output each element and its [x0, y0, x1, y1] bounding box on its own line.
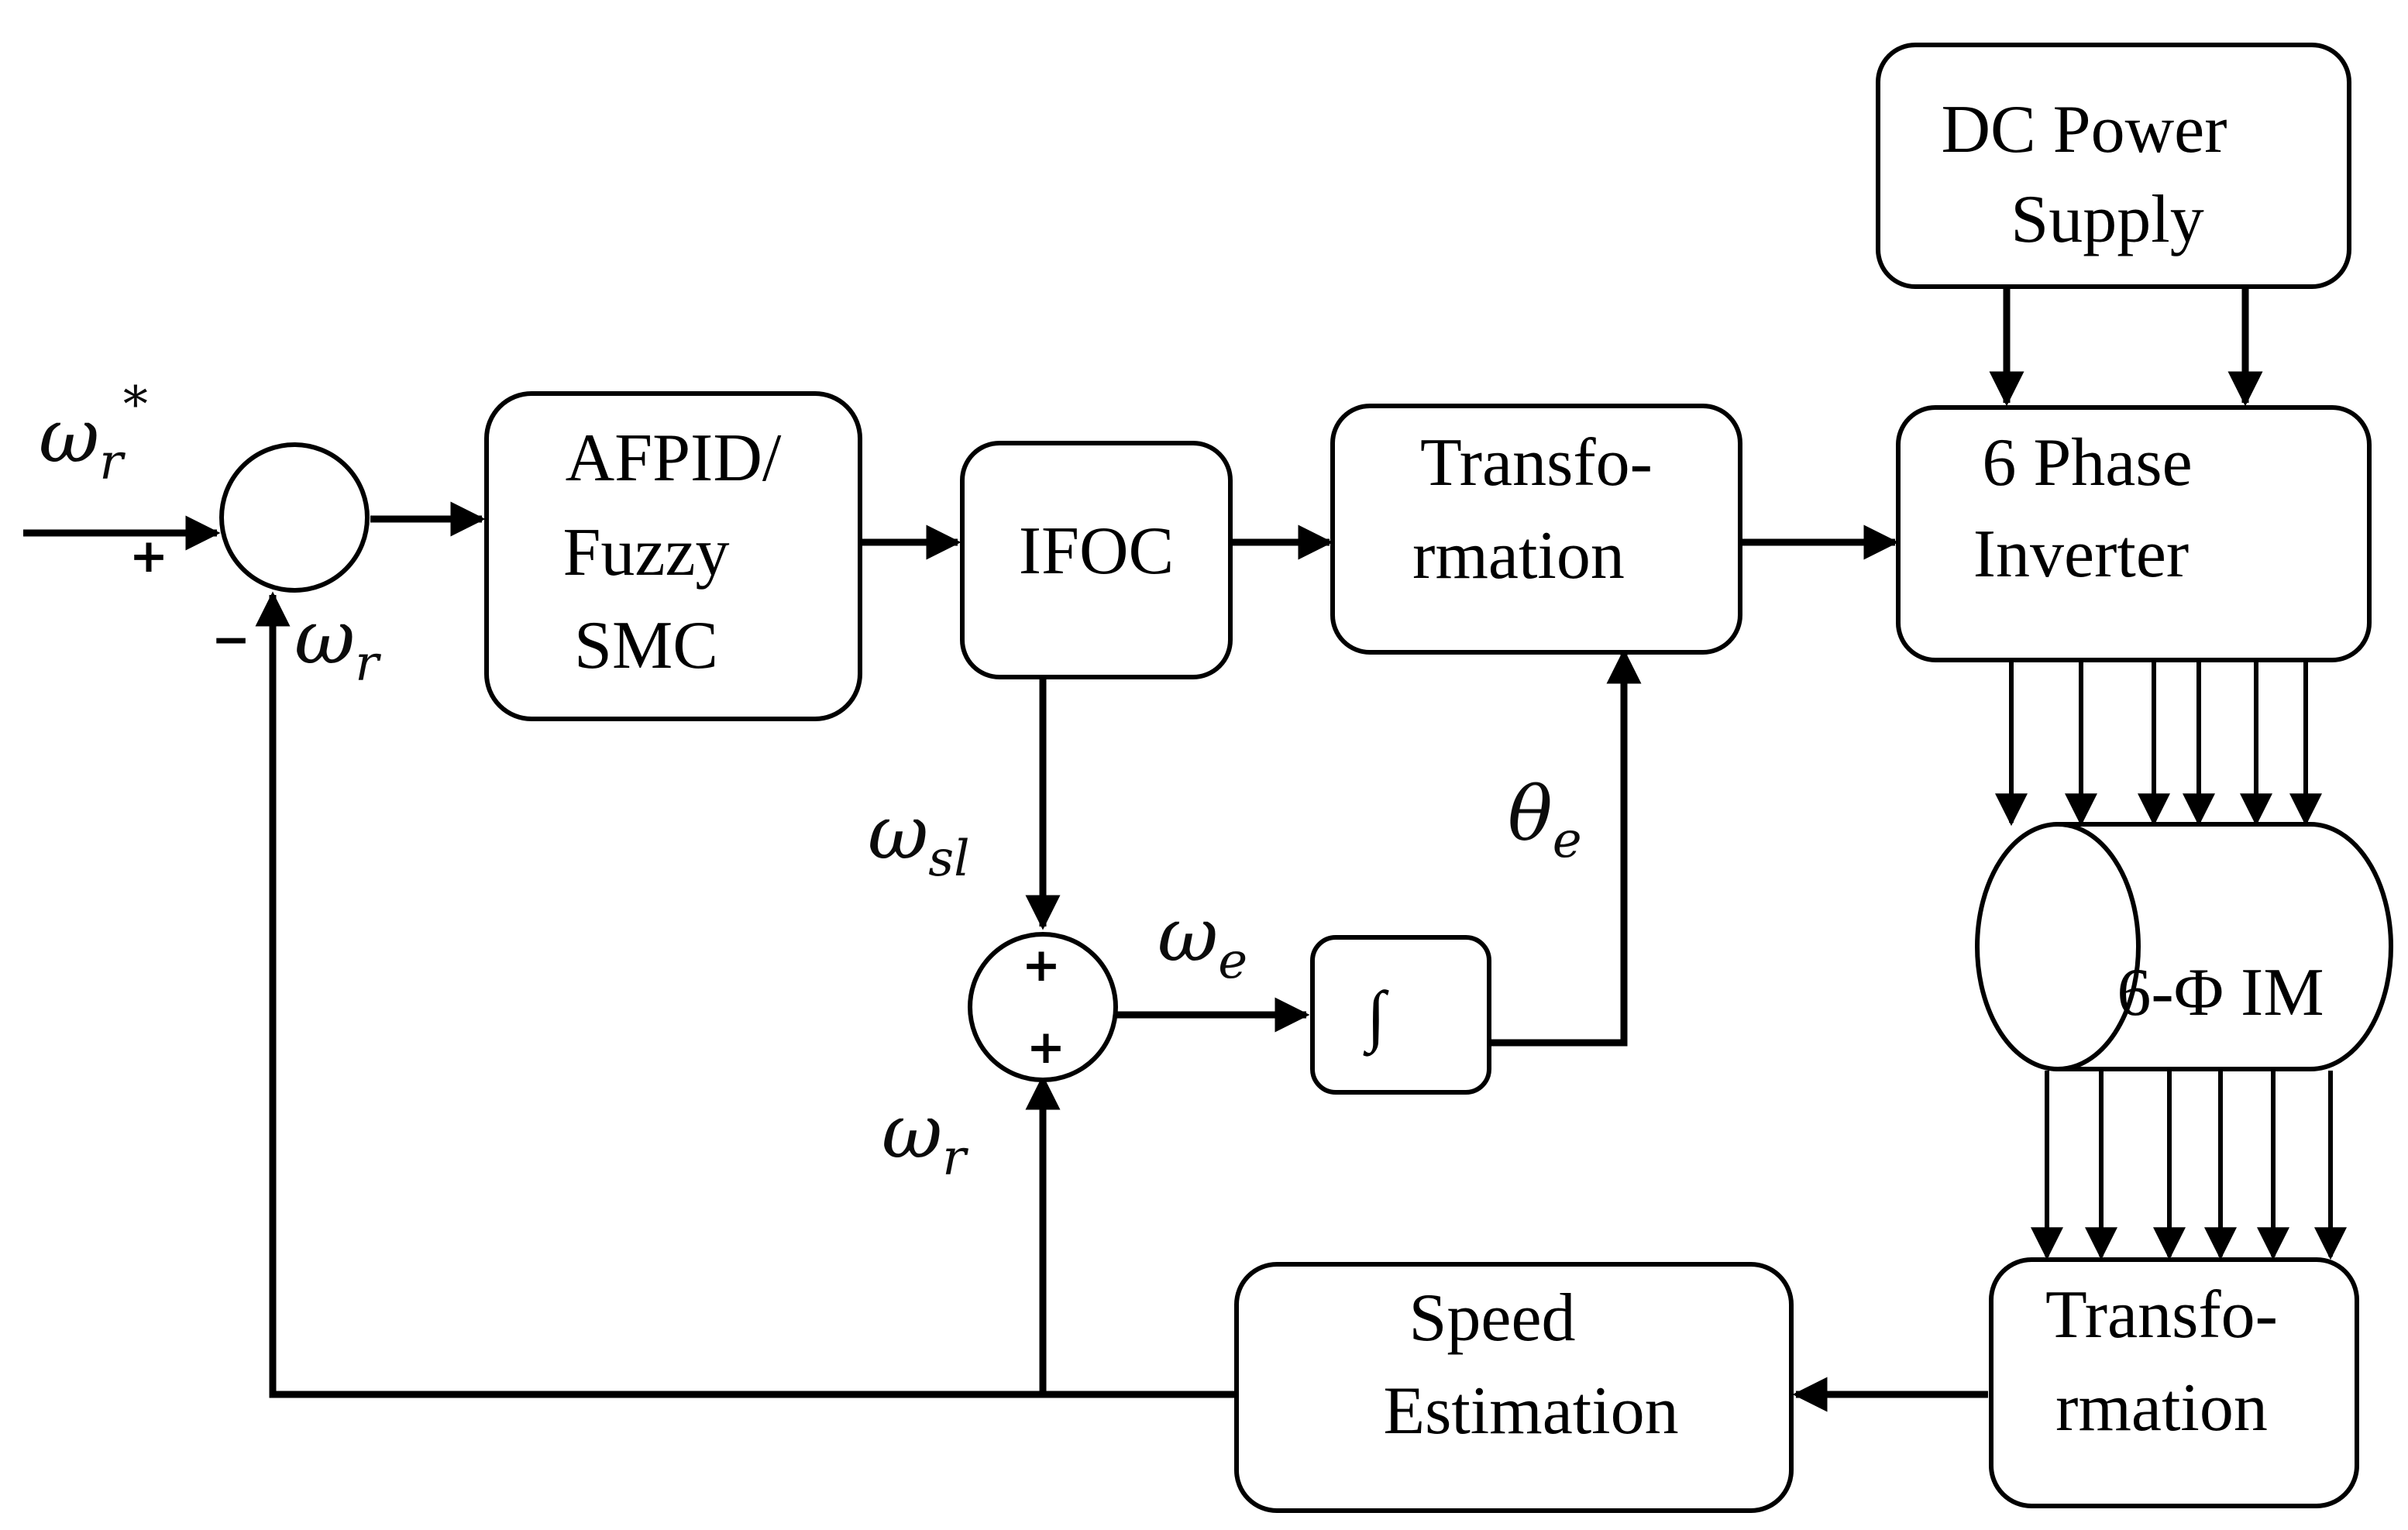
speed-estimation-label-line1: Speed — [1409, 1281, 1575, 1356]
rotor-speed-lower-label: ωr — [882, 1088, 968, 1187]
integrator-block — [1310, 935, 1491, 1095]
transformation-top-label-line2: rmation — [1412, 518, 1625, 593]
inverter-to-motor-phase-lines — [1995, 660, 2322, 827]
feedback-path — [255, 591, 1237, 1398]
electrical-speed-label: ωe — [1158, 892, 1247, 990]
inverter-block — [1896, 405, 2372, 662]
motor-label: 6-Φ IM — [2117, 955, 2324, 1030]
sum1-plus-sign: + — [129, 529, 168, 583]
motor-to-transformation-phase-lines — [2031, 1071, 2347, 1260]
controller-label-line2: Fuzzy — [562, 515, 729, 590]
motor-cylinder — [1975, 822, 2393, 1071]
dc-power-supply-label-line2: Supply — [2011, 182, 2203, 257]
sum2-bottom-plus-sign: + — [1027, 1020, 1065, 1074]
transformation-bottom-block — [1989, 1257, 2359, 1508]
integrator-symbol: ∫ — [1363, 978, 1389, 1057]
transformation-bottom-label-line2: rmation — [2055, 1370, 2268, 1446]
sum2-top-plus-sign: + — [1022, 938, 1061, 992]
theta-feedback-arrow — [1489, 648, 1642, 1047]
inverter-label-line2: Inverter — [1973, 517, 2189, 592]
ifoc-block — [960, 441, 1233, 679]
transformation-bottom-label-line1: Transfo- — [2045, 1277, 2278, 1353]
summing-junction-1 — [219, 442, 370, 593]
controller-label-line1: AFPID/ — [566, 421, 782, 496]
speed-estimation-block — [1234, 1262, 1794, 1513]
electrical-angle-label: θe — [1508, 771, 1582, 869]
controller-label-line3: SMC — [574, 608, 718, 683]
sum1-minus-sign: − — [212, 613, 250, 667]
ifoc-label: IFOC — [1019, 514, 1175, 589]
feedback-speed-label: ωr — [294, 594, 381, 693]
dc-power-supply-label-line1: DC Power — [1941, 92, 2227, 167]
transformation-top-block — [1330, 404, 1742, 655]
ref-speed-label: ωr* — [39, 376, 148, 491]
controller-block — [484, 391, 862, 721]
speed-estimation-label-line2: Estimation — [1383, 1374, 1678, 1449]
dc-power-supply-block — [1876, 43, 2351, 289]
inverter-label-line1: 6 Phase — [1982, 425, 2192, 500]
slip-speed-label: ωsl — [868, 789, 970, 888]
transformation-top-label-line1: Transfo- — [1420, 425, 1653, 500]
summing-junction-2 — [968, 932, 1118, 1082]
